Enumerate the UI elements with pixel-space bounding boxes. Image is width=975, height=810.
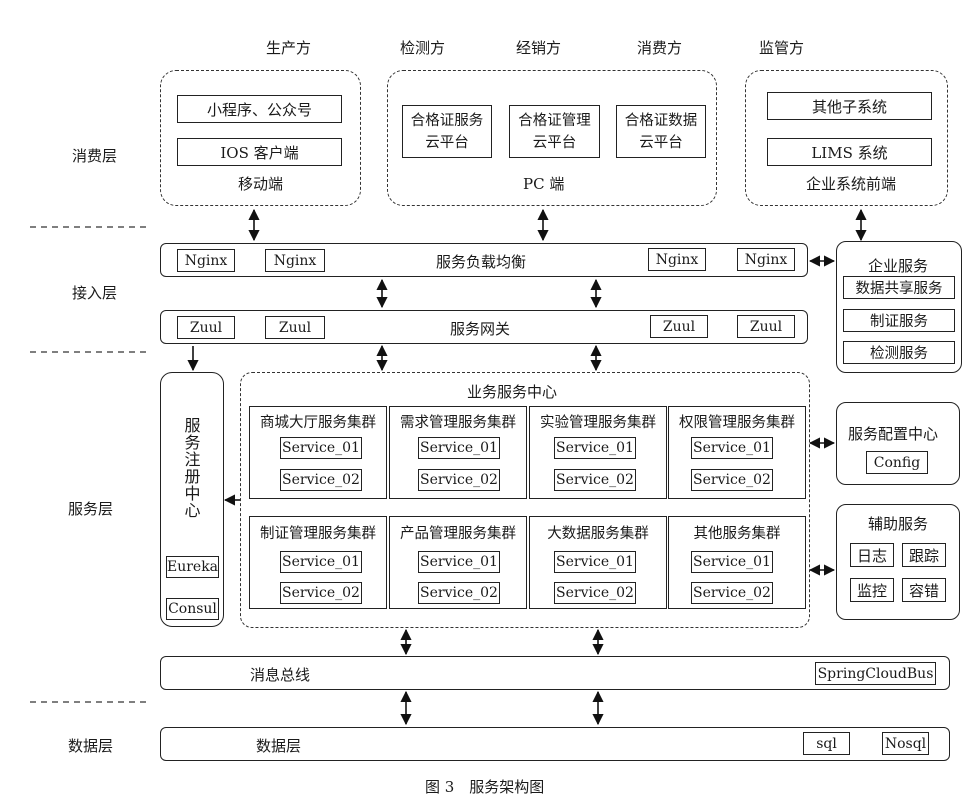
aux-trace: 跟踪 (902, 543, 946, 567)
aux-fault-tolerance: 容错 (902, 578, 946, 602)
cluster-other: 其他服务集群 Service_01 Service_02 (668, 516, 806, 609)
registry-eureka: Eureka (166, 556, 219, 578)
party-regulator: 监管方 (759, 39, 805, 57)
cluster-product: 产品管理服务集群 Service_01 Service_02 (389, 516, 527, 609)
cluster-name: 需求管理服务集群 (400, 415, 516, 431)
nginx-node-1: Nginx (177, 249, 235, 272)
aux-services-title: 辅助服务 (868, 515, 929, 533)
mobile-label: 移动端 (238, 175, 284, 193)
aux-monitor: 监控 (850, 578, 894, 602)
pc-platform-data: 合格证数据云平台 (616, 105, 706, 158)
config-center-title: 服务配置中心 (848, 425, 939, 443)
cluster-bigdata: 大数据服务集群 Service_01 Service_02 (529, 516, 667, 609)
enterprise-service-inspection: 检测服务 (843, 341, 955, 364)
business-center-title: 业务服务中心 (467, 383, 558, 401)
gateway-label: 服务网关 (450, 320, 511, 338)
pc-platform-management: 合格证管理云平台 (509, 105, 600, 158)
pc-platform-service: 合格证服务云平台 (402, 105, 492, 158)
enterprise-system-other: 其他子系统 (767, 92, 932, 120)
layer-consumer-label: 消费层 (72, 147, 118, 165)
service-01: Service_01 (691, 437, 773, 459)
enterprise-system-lims: LIMS 系统 (767, 138, 932, 166)
business-service-center (240, 372, 810, 628)
zuul-node-3: Zuul (650, 315, 708, 338)
party-consumer: 消费方 (637, 39, 683, 57)
mobile-item-miniprogram: 小程序、公众号 (177, 95, 342, 123)
nginx-node-4: Nginx (737, 248, 795, 271)
config-item: Config (866, 451, 928, 474)
enterprise-system-label: 企业系统前端 (806, 175, 897, 193)
cluster-name: 实验管理服务集群 (540, 415, 656, 431)
figure-caption: 图 3 服务架构图 (425, 778, 545, 796)
cluster-name: 权限管理服务集群 (679, 415, 795, 431)
nginx-node-2: Nginx (265, 249, 325, 272)
service-01: Service_01 (554, 437, 636, 459)
party-producer: 生产方 (266, 39, 312, 57)
enterprise-service-certification: 制证服务 (843, 309, 955, 332)
mobile-group (160, 70, 361, 206)
nginx-node-3: Nginx (648, 248, 706, 271)
cluster-permission: 权限管理服务集群 Service_01 Service_02 (668, 406, 806, 499)
cluster-experiment: 实验管理服务集群 Service_01 Service_02 (529, 406, 667, 499)
enterprise-system-group (745, 70, 948, 206)
party-distributor: 经销方 (516, 39, 562, 57)
service-02: Service_02 (554, 582, 636, 604)
data-nosql: Nosql (882, 732, 929, 755)
aux-log: 日志 (850, 543, 894, 567)
service-01: Service_01 (280, 551, 362, 573)
service-02: Service_02 (280, 582, 362, 604)
service-02: Service_02 (691, 469, 773, 491)
pc-label: PC 端 (523, 175, 565, 193)
load-balancer-label: 服务负载均衡 (436, 253, 527, 271)
service-02: Service_02 (280, 469, 362, 491)
cluster-name: 产品管理服务集群 (400, 526, 516, 542)
registry-consul: Consul (166, 598, 219, 620)
zuul-node-4: Zuul (737, 315, 795, 338)
cluster-demand: 需求管理服务集群 Service_01 Service_02 (389, 406, 527, 499)
mobile-item-ios: IOS 客户端 (177, 138, 342, 166)
zuul-node-1: Zuul (177, 316, 235, 339)
service-02: Service_02 (418, 582, 500, 604)
service-01: Service_01 (418, 551, 500, 573)
service-registry-panel (160, 372, 224, 627)
service-01: Service_01 (691, 551, 773, 573)
cluster-name: 大数据服务集群 (547, 526, 649, 542)
layer-access-label: 接入层 (72, 284, 118, 302)
cluster-name: 其他服务集群 (693, 526, 781, 542)
cluster-name: 商城大厅服务集群 (260, 415, 376, 431)
spring-cloud-bus: SpringCloudBus (815, 662, 936, 685)
cluster-certification: 制证管理服务集群 Service_01 Service_02 (249, 516, 387, 609)
data-sql: sql (803, 732, 850, 755)
layer-data-label: 数据层 (68, 737, 114, 755)
service-02: Service_02 (554, 469, 636, 491)
service-02: Service_02 (691, 582, 773, 604)
service-registry-title: 服务注册中心 (181, 417, 201, 519)
config-center-panel (836, 402, 960, 485)
data-layer-label: 数据层 (256, 737, 302, 755)
service-01: Service_01 (418, 437, 500, 459)
message-bus-label: 消息总线 (250, 666, 311, 684)
service-02: Service_02 (418, 469, 500, 491)
enterprise-services-title: 企业服务 (868, 257, 929, 275)
layer-service-label: 服务层 (68, 500, 114, 518)
service-01: Service_01 (280, 437, 362, 459)
service-01: Service_01 (554, 551, 636, 573)
cluster-mall: 商城大厅服务集群 Service_01 Service_02 (249, 406, 387, 499)
pc-group (387, 70, 717, 206)
zuul-node-2: Zuul (265, 316, 325, 339)
cluster-name: 制证管理服务集群 (260, 526, 376, 542)
party-inspector: 检测方 (400, 39, 446, 57)
enterprise-service-data-share: 数据共享服务 (843, 276, 955, 299)
